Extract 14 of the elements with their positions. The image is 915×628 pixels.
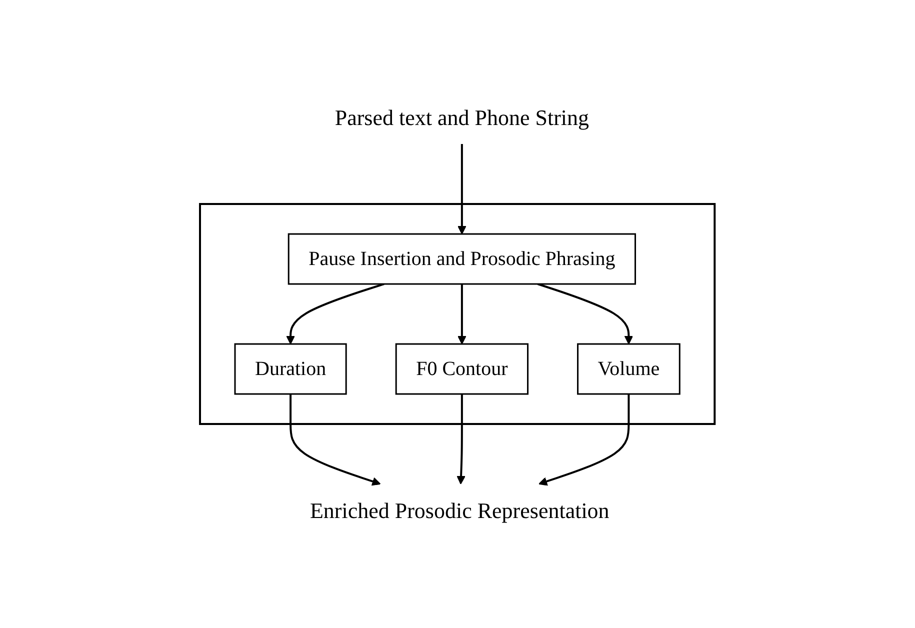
arrow (286, 283, 385, 344)
node-box: Duration (234, 343, 348, 395)
cluster (199, 203, 716, 425)
node-box: Volume (577, 343, 681, 395)
arrow (290, 394, 381, 486)
node-text: Enriched Prosodic Representation (310, 498, 610, 523)
node-box: Pause Insertion and Prosodic Phrasing (288, 233, 636, 285)
node-box: F0 Contour (396, 343, 529, 395)
arrow (538, 283, 634, 344)
arrow (458, 144, 466, 234)
node-text: Parsed text and Phone String (335, 105, 590, 130)
arrow (458, 284, 466, 344)
arrow (456, 394, 466, 484)
arrow (538, 394, 630, 486)
